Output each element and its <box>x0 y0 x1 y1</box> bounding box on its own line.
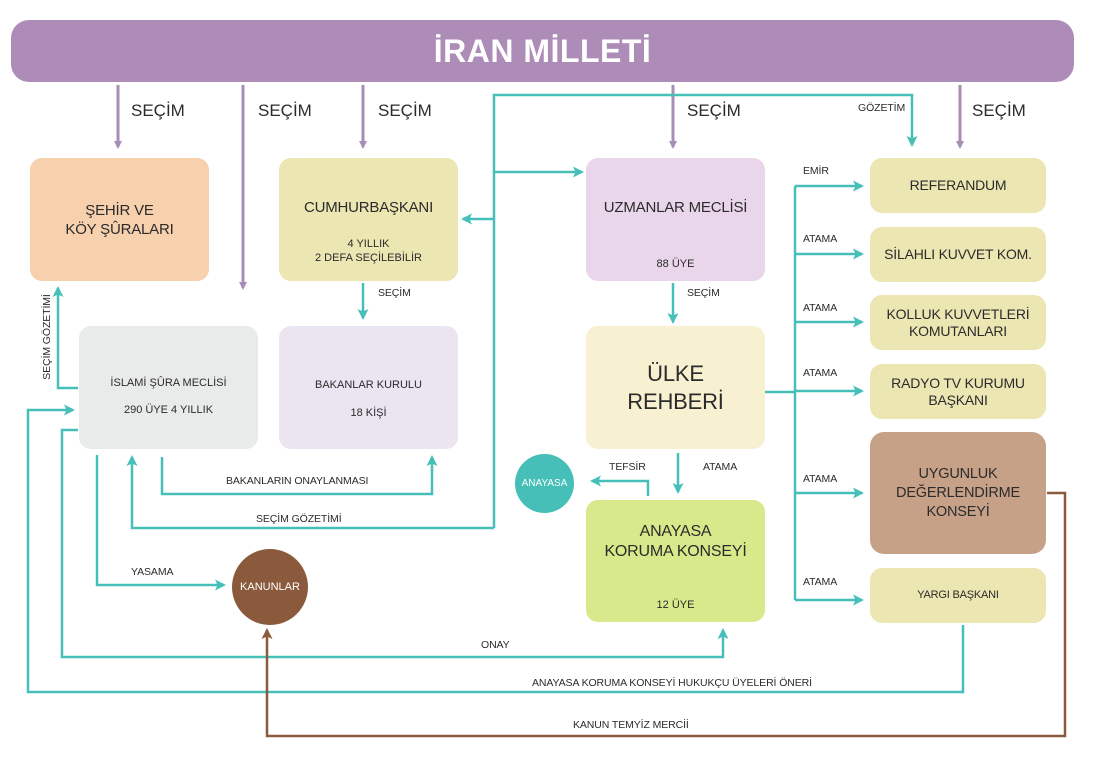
box-title: BAKANLAR KURULU <box>315 379 422 391</box>
box-title: UYGUNLUK DEĞERLENDİRME KONSEYİ <box>896 465 1020 520</box>
label-atama-silahli: ATAMA <box>803 233 838 245</box>
sehir-koy-suralari-box: ŞEHİR VE KÖY ŞÛRALARI <box>30 158 209 281</box>
line-kanun-temyiz <box>261 491 1067 738</box>
label-secim-uzmanlar-rehber: SEÇİM <box>687 287 720 299</box>
line-yasama <box>95 455 226 591</box>
line-gozetim-referandum <box>492 93 918 528</box>
label-secim-2: SEÇİM <box>258 101 312 120</box>
box-title: YARGI BAŞKANI <box>917 589 999 601</box>
label-tefsir: TEFSİR <box>609 461 646 473</box>
label-bakanlarin-onay: BAKANLARIN ONAYLANMASI <box>226 475 369 487</box>
line-secim-gozetimi <box>126 455 494 530</box>
label-atama-uygunluk: ATAMA <box>803 473 838 485</box>
yargi-baskani-box: YARGI BAŞKANI <box>870 568 1046 623</box>
label-secim-5: SEÇİM <box>972 101 1026 120</box>
teal-connectors <box>26 93 965 694</box>
uzmanlar-meclisi-box: UZMANLAR MECLİSİ 88 ÜYE <box>586 158 765 281</box>
box-title: ŞEHİR VE KÖY ŞÛRALARI <box>65 201 174 238</box>
box-subtitle: 18 KİŞİ <box>350 407 387 419</box>
line-hukukcu-oneri <box>26 404 965 694</box>
box-title: İSLAMİ ŞÛRA MECLİSİ <box>110 377 227 389</box>
box-subtitle: 88 ÜYE <box>656 258 695 270</box>
label-atama-kolluk: ATAMA <box>803 302 838 314</box>
label-secim-4: SEÇİM <box>687 101 741 120</box>
label-yasama: YASAMA <box>131 566 174 578</box>
anayasa-koruma-konseyi-box: ANAYASA KORUMA KONSEYİ 12 ÜYE <box>586 500 765 622</box>
label-emir: EMİR <box>803 165 829 177</box>
iran-milleti-header: İRAN MİLLETİ <box>11 20 1074 82</box>
box-subtitle: 4 YILLIK 2 DEFA SEÇİLEBİLİR <box>315 238 422 264</box>
line-secim-gozetimi-left <box>52 286 78 390</box>
label-atama-yargi: ATAMA <box>803 576 838 588</box>
cumhurbaskani-box: CUMHURBAŞKANI 4 YILLIK 2 DEFA SEÇİLEBİLİ… <box>279 158 458 281</box>
label-onay: ONAY <box>481 639 510 651</box>
box-title: CUMHURBAŞKANI <box>303 199 434 216</box>
label-secim-gozetimi-bottom: SEÇİM GÖZETİMİ <box>256 513 342 525</box>
ulke-rehberi-box: ÜLKE REHBERİ <box>586 326 765 449</box>
box-subtitle: 12 ÜYE <box>656 599 695 611</box>
uygunluk-konseyi-box: UYGUNLUK DEĞERLENDİRME KONSEYİ <box>870 432 1046 554</box>
box-title: SİLAHLI KUVVET KOM. <box>884 246 1032 262</box>
kolluk-kuvvetleri-box: KOLLUK KUVVETLERİ KOMUTANLARI <box>870 295 1046 350</box>
label-atama-koruma: ATAMA <box>703 461 738 473</box>
anayasa-circle: ANAYASA <box>515 454 574 513</box>
arrow-tefsir <box>590 475 650 496</box>
label-secim-cumhur-bakanlar: SEÇİM <box>378 287 411 299</box>
box-subtitle: 290 ÜYE 4 YILLIK <box>123 404 214 416</box>
label-secim-gozetimi-vertical: SEÇİM GÖZETİMİ <box>41 294 53 380</box>
label-hukukcu-oneri: ANAYASA KORUMA KONSEYİ HUKUKÇU ÜYELERİ Ö… <box>532 677 812 689</box>
box-title: ANAYASA KORUMA KONSEYİ <box>604 523 747 560</box>
islami-sura-meclisi-box: İSLAMİ ŞÛRA MECLİSİ 290 ÜYE 4 YILLIK <box>79 326 258 449</box>
silahli-kuvvet-box: SİLAHLI KUVVET KOM. <box>870 227 1046 282</box>
line-onay <box>60 428 729 659</box>
bakanlar-kurulu-box: BAKANLAR KURULU 18 KİŞİ <box>279 326 458 449</box>
box-title: RADYO TV KURUMU BAŞKANI <box>891 374 1025 408</box>
line-bakanlarin-onay <box>160 455 438 496</box>
box-title: ÜLKE REHBERİ <box>627 360 724 414</box>
label-gozetim: GÖZETİM <box>858 102 906 114</box>
box-title: REFERANDUM <box>909 177 1007 193</box>
kanunlar-circle: KANUNLAR <box>232 549 308 625</box>
label-secim-1: SEÇİM <box>131 101 185 120</box>
box-title: KOLLUK KUVVETLERİ KOMUTANLARI <box>886 305 1030 339</box>
label-secim-3: SEÇİM <box>378 101 432 120</box>
referandum-box: REFERANDUM <box>870 158 1046 213</box>
label-atama-radyo: ATAMA <box>803 367 838 379</box>
label-kanun-temyiz: KANUN TEMYİZ MERCİİ <box>573 719 689 731</box>
box-title: UZMANLAR MECLİSİ <box>603 199 748 216</box>
radyo-tv-box: RADYO TV KURUMU BAŞKANI <box>870 364 1046 419</box>
